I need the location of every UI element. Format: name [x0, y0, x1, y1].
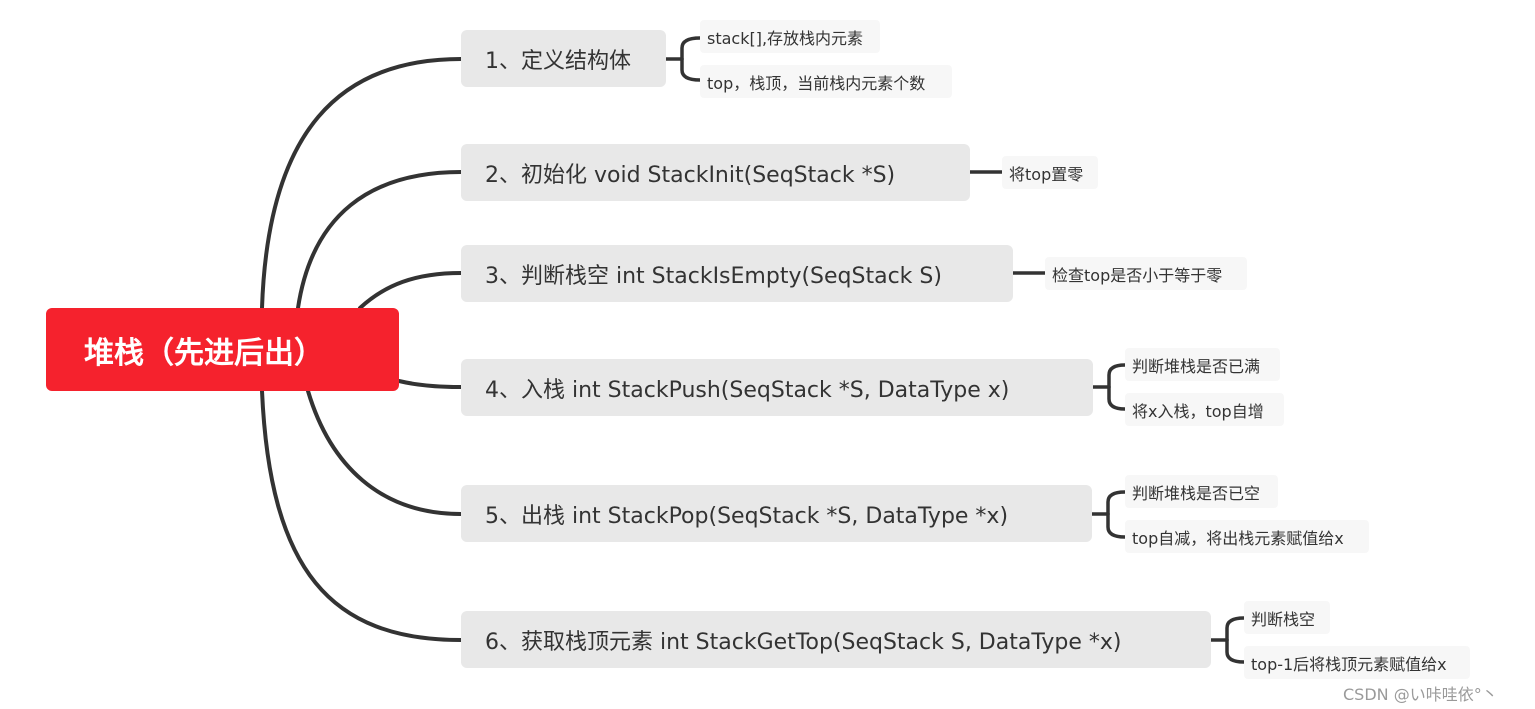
leaf-connector-6-bracket: [1225, 616, 1246, 664]
leaf-label: top自减，将出栈元素赋值给x: [1132, 528, 1344, 548]
leaf-label: 将top置零: [1009, 164, 1084, 184]
branch-label: 6、获取栈顶元素 int StackGetTop(SeqStack S, Dat…: [485, 629, 1122, 655]
root-connector-6: [260, 389, 463, 642]
branch-node-2[interactable]: 2、初始化 void StackInit(SeqStack *S): [461, 144, 970, 201]
root-label: 堆栈（先进后出）: [84, 335, 324, 371]
root-connector-1: [260, 57, 463, 310]
branch-label: 2、初始化 void StackInit(SeqStack *S): [485, 162, 896, 188]
branch-node-1[interactable]: 1、定义结构体: [461, 30, 666, 87]
leaf-node-1-2[interactable]: top，栈顶，当前栈内元素个数: [700, 65, 952, 98]
leaf-node-2-1[interactable]: 将top置零: [1002, 156, 1098, 189]
root-connector-4: [397, 379, 463, 389]
leaf-label: top，栈顶，当前栈内元素个数: [707, 73, 926, 93]
leaf-node-4-1[interactable]: 判断堆栈是否已满: [1125, 348, 1280, 381]
root-connector-3: [358, 271, 463, 310]
leaf-node-3-1[interactable]: 检查top是否小于等于零: [1045, 257, 1247, 290]
leaf-label: 将x入栈，top自增: [1132, 401, 1264, 421]
branch-node-3[interactable]: 3、判断栈空 int StackIsEmpty(SeqStack S): [461, 245, 1013, 302]
leaf-node-4-2[interactable]: 将x入栈，top自增: [1125, 393, 1284, 426]
leaf-node-6-2[interactable]: top-1后将栈顶元素赋值给x: [1244, 646, 1470, 679]
watermark-text: CSDN @い咔哇依°丶: [1343, 685, 1498, 704]
root-connector-2: [296, 170, 463, 310]
leaf-connector-4-bracket: [1107, 363, 1127, 411]
branch-label: 1、定义结构体: [485, 48, 631, 74]
leaf-node-6-1[interactable]: 判断栈空: [1244, 601, 1330, 634]
leaf-connector-5-bracket: [1106, 490, 1127, 539]
leaf-connector-1-bracket: [680, 36, 702, 82]
branch-node-6[interactable]: 6、获取栈顶元素 int StackGetTop(SeqStack S, Dat…: [461, 611, 1211, 668]
leaf-node-5-2[interactable]: top自减，将出栈元素赋值给x: [1125, 520, 1369, 553]
leaf-label: 检查top是否小于等于零: [1052, 265, 1223, 285]
leaf-label: top-1后将栈顶元素赋值给x: [1251, 654, 1447, 674]
leaf-node-5-1[interactable]: 判断堆栈是否已空: [1125, 475, 1278, 508]
root-connector-5: [306, 389, 463, 516]
leaf-label: 判断堆栈是否已满: [1132, 356, 1261, 376]
branch-label: 3、判断栈空 int StackIsEmpty(SeqStack S): [485, 263, 942, 289]
leaf-node-1-1[interactable]: stack[],存放栈内元素: [700, 20, 880, 53]
branch-label: 4、入栈 int StackPush(SeqStack *S, DataType…: [485, 377, 1010, 403]
leaf-label: 判断堆栈是否已空: [1132, 483, 1261, 503]
branch-node-5[interactable]: 5、出栈 int StackPop(SeqStack *S, DataType …: [461, 485, 1092, 542]
root-node[interactable]: 堆栈（先进后出）: [46, 308, 399, 391]
branch-label: 5、出栈 int StackPop(SeqStack *S, DataType …: [485, 503, 1009, 529]
leaf-label: stack[],存放栈内元素: [707, 28, 864, 48]
branch-node-4[interactable]: 4、入栈 int StackPush(SeqStack *S, DataType…: [461, 359, 1093, 416]
leaf-label: 判断栈空: [1251, 609, 1316, 629]
